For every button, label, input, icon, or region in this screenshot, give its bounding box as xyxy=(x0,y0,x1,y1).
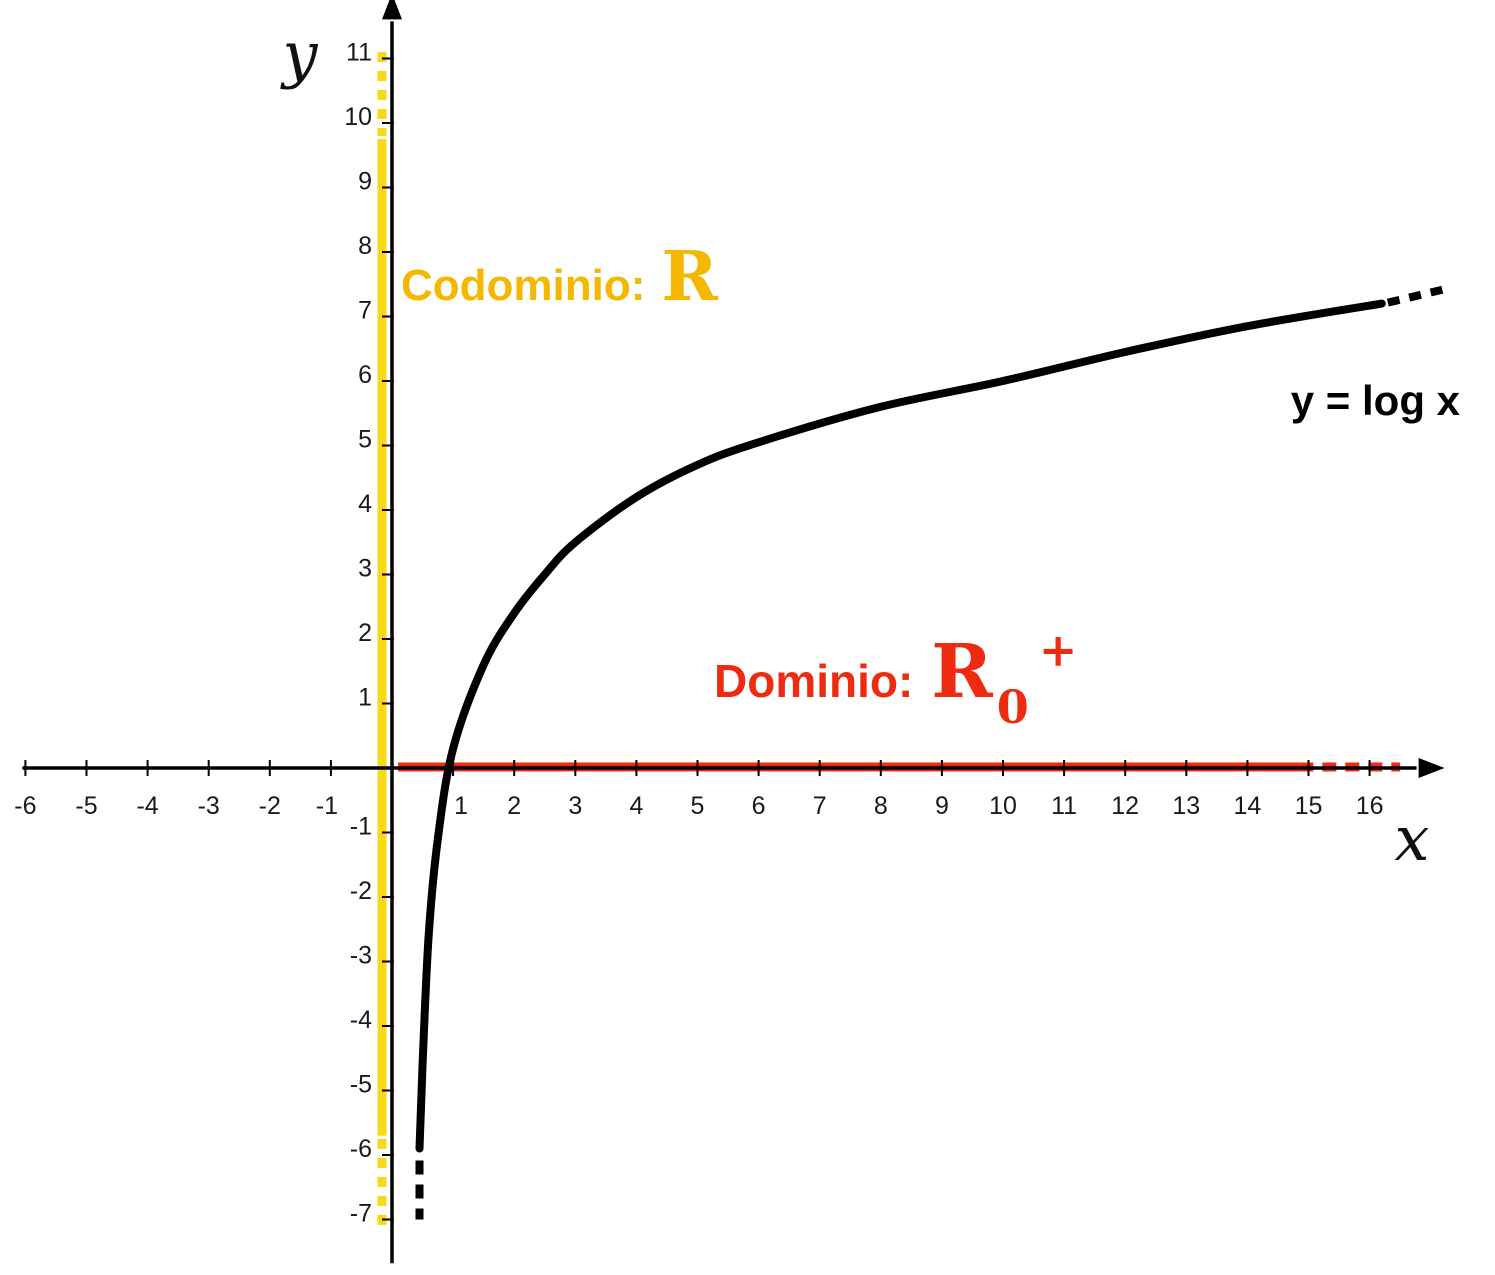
y-tick-label: 8 xyxy=(358,232,372,260)
y-tick-label: -7 xyxy=(350,1200,372,1228)
codomain-label: Codominio: R xyxy=(401,237,718,317)
x-tick-label: 5 xyxy=(691,792,705,820)
domain-superscript: + xyxy=(1039,623,1078,677)
y-axis-arrow xyxy=(382,0,402,20)
domain-symbol: R xyxy=(931,629,993,715)
y-axis-name: y xyxy=(279,18,318,91)
y-tick-label: -3 xyxy=(350,942,372,970)
domain-subscript: 0 xyxy=(997,680,1029,734)
x-tick-label: -6 xyxy=(14,792,36,820)
x-tick-label: 8 xyxy=(874,792,888,820)
y-tick-label: -4 xyxy=(350,1006,372,1034)
x-tick-label: -4 xyxy=(136,792,158,820)
y-tick-label: -2 xyxy=(350,877,372,905)
axes xyxy=(22,0,1445,1264)
domain-label-text: Dominio: xyxy=(714,655,913,707)
y-tick-label: 6 xyxy=(358,361,372,389)
x-tick-label: 2 xyxy=(507,792,521,820)
function-label: y = log x xyxy=(1291,377,1461,424)
x-tick-label: 11 xyxy=(1051,792,1077,820)
codomain-label-text: Codominio: xyxy=(401,261,645,310)
domain-label: Dominio: R 0 + xyxy=(714,623,1077,734)
log-curve-line xyxy=(415,299,1386,1153)
y-tick-label: 7 xyxy=(358,297,372,325)
x-tick-label: -3 xyxy=(198,792,220,820)
x-tick-label: 9 xyxy=(935,792,949,820)
x-tick-label: 15 xyxy=(1295,792,1323,820)
x-tick-label: 14 xyxy=(1233,792,1261,820)
x-tick-label: 12 xyxy=(1111,792,1139,820)
y-tick-label: 5 xyxy=(358,426,372,454)
y-tick-label: 1 xyxy=(358,684,372,712)
curve-continuation-top xyxy=(1386,283,1454,307)
y-tick-label: 9 xyxy=(358,168,372,196)
x-tick-label: -2 xyxy=(259,792,281,820)
y-tick-label: 3 xyxy=(358,555,372,583)
y-tick-label: 10 xyxy=(344,103,372,131)
x-tick-label: 1 xyxy=(454,792,468,820)
y-tick-label: 4 xyxy=(358,490,372,518)
x-tick-label: 4 xyxy=(629,792,643,820)
y-tick-label: -5 xyxy=(350,1071,372,1099)
y-tick-label: 11 xyxy=(346,39,372,67)
x-tick-label: 10 xyxy=(989,792,1017,820)
x-tick-label: 6 xyxy=(752,792,766,820)
x-tick-label: 3 xyxy=(568,792,582,820)
x-tick-label: 13 xyxy=(1172,792,1200,820)
codomain-symbol: R xyxy=(661,237,718,317)
x-axis-arrow xyxy=(1418,758,1445,778)
x-tick-label: -1 xyxy=(316,792,338,820)
x-tick-label: -5 xyxy=(75,792,97,820)
y-tick-label: 2 xyxy=(358,619,372,647)
x-tick-label: 16 xyxy=(1356,792,1384,820)
x-tick-label: 7 xyxy=(813,792,827,820)
y-tick-label: -6 xyxy=(350,1135,372,1163)
y-tick-label: -1 xyxy=(350,813,372,841)
x-axis-name: x xyxy=(1395,802,1430,875)
function-curve xyxy=(415,283,1454,1220)
